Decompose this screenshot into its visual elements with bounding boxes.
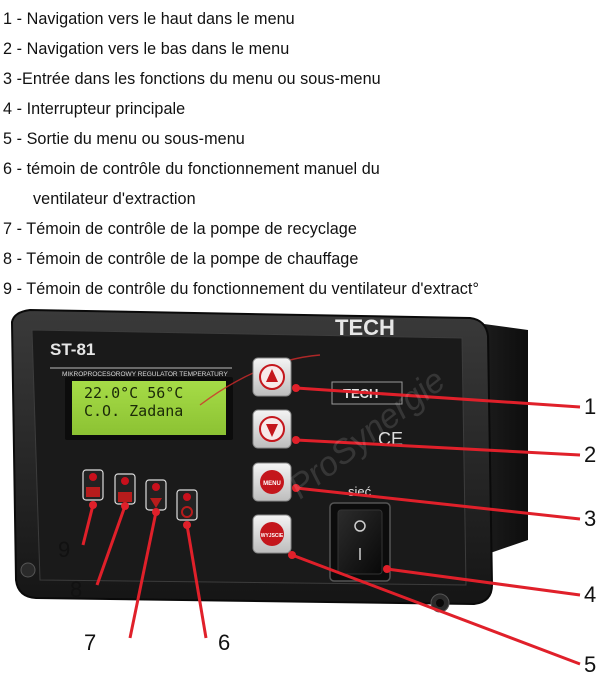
controller-photo: TECH ST-81 MIKROPROCESOROWY REGULATOR TE… <box>10 308 596 677</box>
model-subtitle: MIKROPROCESOROWY REGULATOR TEMPERATURY <box>62 371 228 378</box>
callout-3: 3 <box>584 506 596 531</box>
callout-5: 5 <box>584 652 596 677</box>
arrow-down-icon <box>266 424 278 437</box>
indicator-8 <box>114 473 136 505</box>
legend-item-6-continued: ventilateur d'extraction <box>33 190 196 208</box>
legend-item-4: 4 - Interrupteur principale <box>3 100 186 118</box>
menu-button[interactable]: MENU <box>252 462 292 502</box>
callout-9: 9 <box>58 537 70 562</box>
exit-button-label: WYJSCIE <box>261 533 284 539</box>
callout-7: 7 <box>84 630 96 655</box>
down-button[interactable] <box>252 409 292 449</box>
legend-item-8: 8 - Témoin de contrôle de la pompe de ch… <box>3 250 359 268</box>
legend-item-1: 1 - Navigation vers le haut dans le menu <box>3 10 295 28</box>
lcd-line-1: 22.0°C 56°C <box>84 384 183 402</box>
legend-item-3: 3 -Entrée dans les fonctions du menu ou … <box>3 70 381 88</box>
model-label: ST-81 <box>50 340 95 359</box>
lcd-line-2: C.O. Zadana <box>84 402 183 420</box>
legend-item-9: 9 - Témoin de contrôle du fonctionnement… <box>3 280 479 298</box>
fan-icon <box>86 487 100 497</box>
menu-button-label: MENU <box>263 481 281 487</box>
exit-button[interactable]: WYJSCIE <box>252 514 292 554</box>
legend-list: 1 - Navigation vers le haut dans le menu… <box>3 4 603 304</box>
callout-8: 8 <box>70 577 82 602</box>
recycle-pump-icon <box>150 498 162 508</box>
legend-item-2: 2 - Navigation vers le bas dans le menu <box>3 40 290 58</box>
manual-fan-icon <box>181 506 193 518</box>
callout-1: 1 <box>584 394 596 419</box>
callout-lines <box>81 386 581 666</box>
embossed-brand-logo: TECH <box>335 315 395 340</box>
legend-item-5: 5 - Sortie du menu ou sous-menu <box>3 130 245 148</box>
callout-dots <box>89 384 391 573</box>
callout-2: 2 <box>584 442 596 467</box>
indicator-6 <box>176 489 198 521</box>
legend-item-7: 7 - Témoin de contrôle de la pompe de re… <box>3 220 357 238</box>
indicator-9 <box>82 469 104 501</box>
callout-6: 6 <box>218 630 230 655</box>
arrow-up-icon <box>266 369 278 382</box>
power-switch[interactable] <box>329 502 391 582</box>
indicator-7 <box>145 479 167 511</box>
heating-pump-icon <box>118 492 132 502</box>
up-button[interactable] <box>252 357 292 397</box>
lcd-display: 22.0°C 56°C C.O. Zadana <box>65 377 233 440</box>
callout-4: 4 <box>584 582 596 607</box>
legend-item-6: 6 - témoin de contrôle du fonctionnement… <box>3 160 380 178</box>
